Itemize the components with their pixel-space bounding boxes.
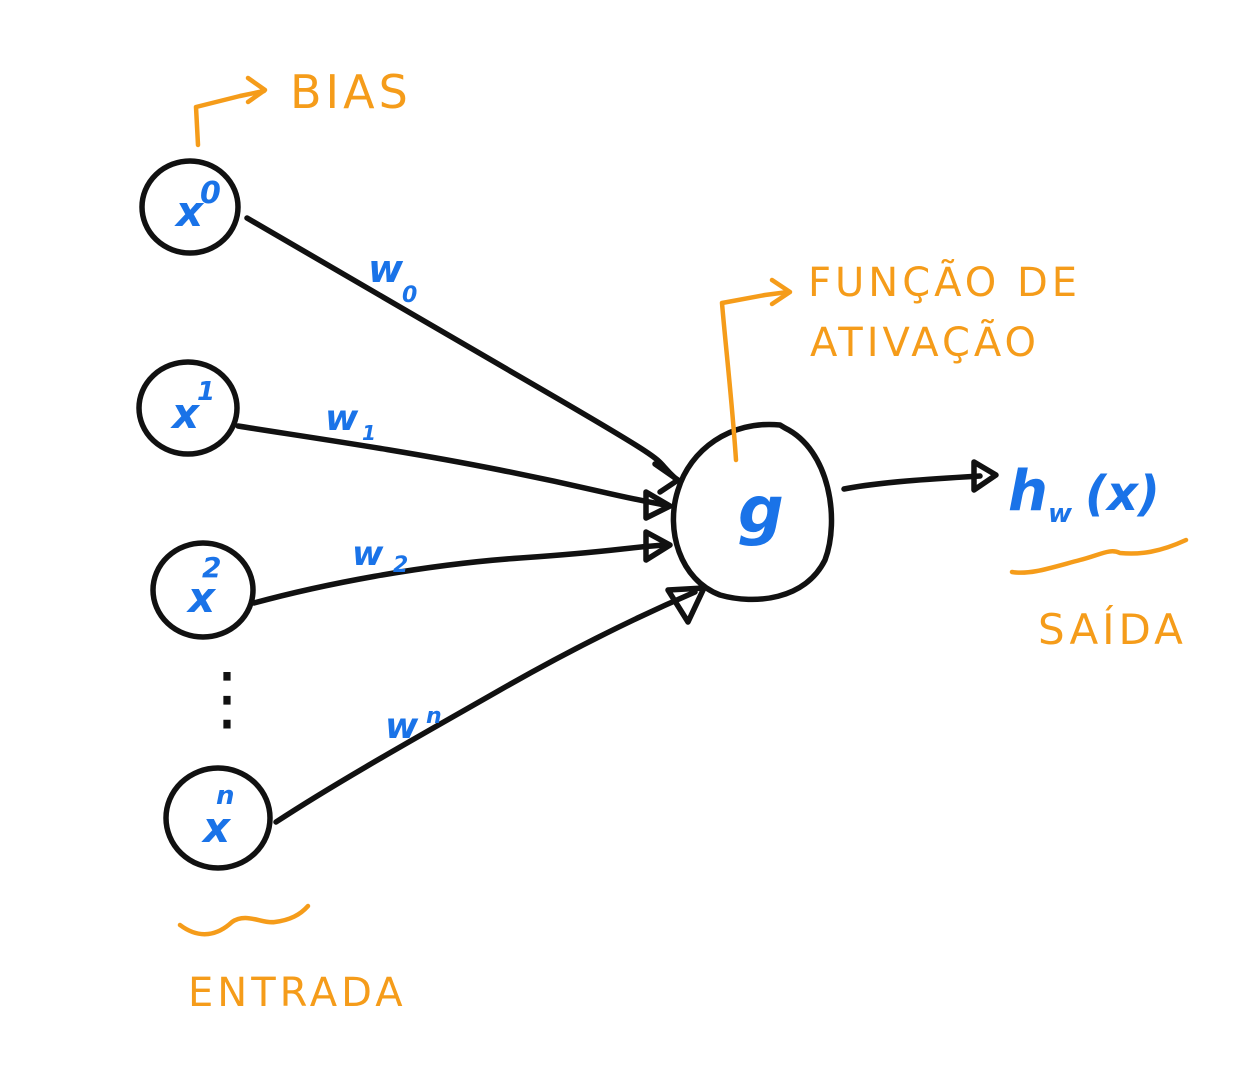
output-underbrace <box>1009 537 1189 575</box>
activation-node: g <box>670 421 835 603</box>
edge-w0-weight-label: w <box>368 247 404 291</box>
input-annotation: ENTRADA <box>177 903 407 1016</box>
input-node-x2-circle <box>150 540 256 640</box>
output-label: h w (x) <box>1008 459 1160 529</box>
activation-label-line1: FUNÇÃO DE <box>808 258 1081 306</box>
input-node-x0: x 0 <box>139 158 241 256</box>
bias-annotation: BIAS <box>193 65 412 148</box>
edge-wn-weight-label: w <box>385 706 419 747</box>
input-node-xn-circle <box>163 765 273 871</box>
edge-w2-weight-subscript: 2 <box>393 553 408 578</box>
edge-w1-arrowhead <box>643 489 673 521</box>
input-label: ENTRADA <box>188 970 407 1016</box>
input-underbrace <box>177 903 311 937</box>
input-node-x0-label: x <box>174 187 205 236</box>
input-node-x1-superscript: 1 <box>197 377 215 407</box>
bias-pointer-arrowhead <box>245 75 268 105</box>
activation-pointer-line <box>719 289 791 463</box>
input-node-x1: x 1 <box>136 359 240 457</box>
edge-w1-weight-label: w <box>325 398 359 439</box>
edge-w2-weight-label: w <box>352 534 384 574</box>
output-edge-arrowhead <box>971 459 999 493</box>
bias-pointer-line <box>193 88 267 148</box>
input-node-xn: x n <box>163 765 273 871</box>
input-node-x1-label: x <box>170 389 201 438</box>
edge-w2-line <box>251 542 668 606</box>
edge-w1: w 1 <box>235 398 673 521</box>
output-h: h <box>1008 459 1048 524</box>
activation-pointer-arrowhead <box>769 277 793 307</box>
bias-label: BIAS <box>290 65 412 119</box>
edge-w2: w 2 <box>251 529 673 606</box>
edge-w2-arrowhead <box>643 529 673 563</box>
output-annotation: SAÍDA <box>1009 537 1189 654</box>
output-label: SAÍDA <box>1038 604 1187 654</box>
activation-node-symbol: g <box>738 474 784 548</box>
edge-w0-line <box>244 215 678 481</box>
edge-wn-line <box>273 589 698 825</box>
edge-wn-arrowhead <box>665 585 707 625</box>
activation-annotation: FUNÇÃO DE ATIVAÇÃO <box>719 258 1081 463</box>
input-node-x1-circle <box>136 359 240 457</box>
ellipsis-glyph: ⋮ <box>192 657 262 739</box>
edge-wn-weight-subscript: n <box>426 704 442 729</box>
input-node-x0-superscript: 0 <box>200 176 221 211</box>
edge-w1-weight-subscript: 1 <box>362 421 376 445</box>
input-node-x2: x 2 <box>150 540 256 640</box>
edge-w0-arrowhead <box>652 461 681 495</box>
activation-node-circle <box>670 421 835 603</box>
output-argument: (x) <box>1085 466 1160 522</box>
input-node-xn-label: x <box>201 803 232 852</box>
edge-w1-line <box>235 423 668 508</box>
edge-wn: w n <box>273 585 707 825</box>
output-edge <box>841 459 999 493</box>
edge-w0: w 0 <box>244 215 681 495</box>
input-node-x2-superscript: 2 <box>202 551 221 584</box>
input-node-x0-circle <box>139 158 241 256</box>
activation-label-line2: ATIVAÇÃO <box>810 318 1040 366</box>
ellipsis-dots: ⋮ <box>192 657 262 739</box>
edge-w0-weight-subscript: 0 <box>402 283 417 308</box>
output-subscript: w <box>1048 499 1073 529</box>
input-node-xn-superscript: n <box>216 781 235 811</box>
output-edge-line <box>841 473 983 492</box>
input-node-x2-label: x <box>186 573 217 622</box>
